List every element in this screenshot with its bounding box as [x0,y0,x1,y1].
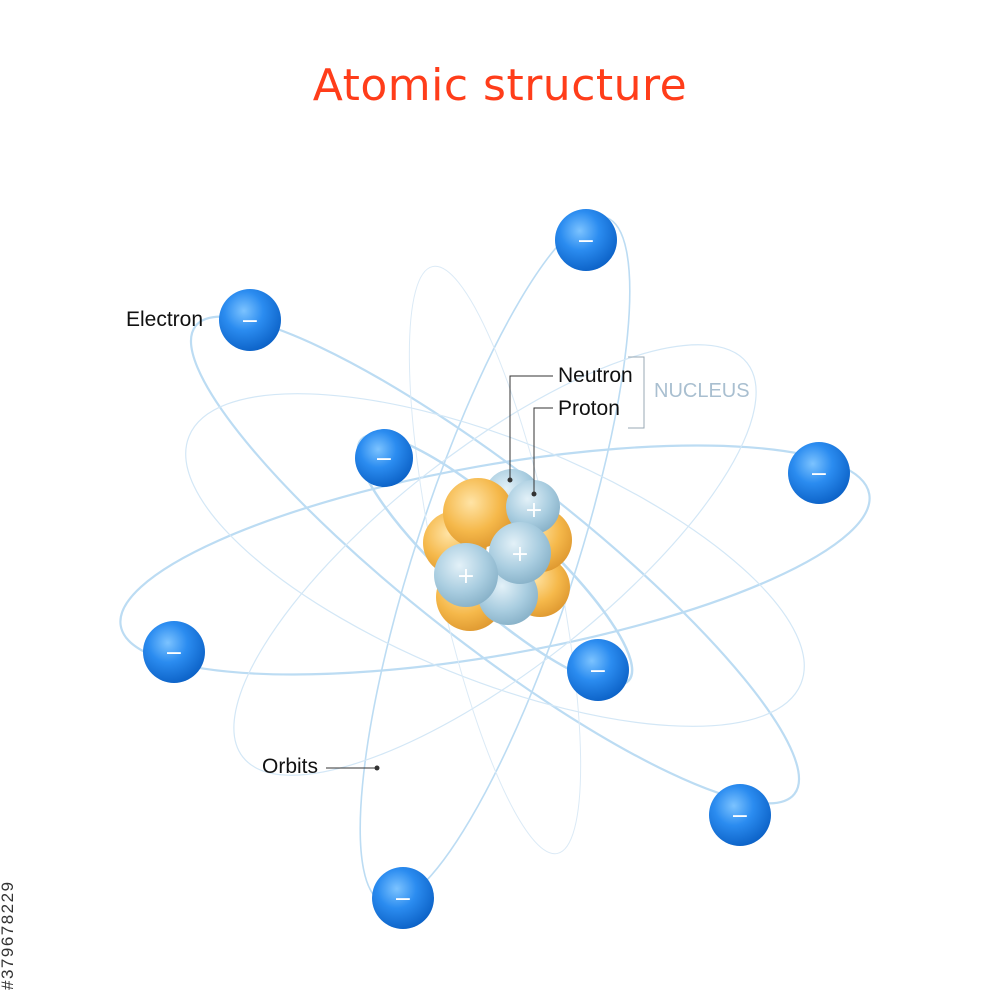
stock-image-id: #379678229 [0,760,28,990]
neutron-leader-line [510,376,553,478]
electron: − [219,289,281,351]
electron-charge: − [241,309,259,334]
electron-charge: − [375,447,393,472]
electron: − [355,429,413,487]
proton-charge: + [457,564,475,589]
electron-charge: − [731,804,749,829]
electron: − [372,867,434,929]
proton-charge: + [525,498,543,523]
electron: − [143,621,205,683]
orbits-label: Orbits [262,755,318,779]
electron: − [555,209,617,271]
neutron-leader-dot [508,478,513,483]
electron-charge: − [165,641,183,666]
electron-charge: − [577,229,595,254]
electron-charge: − [589,659,607,684]
electron-charge: − [394,887,412,912]
proton-label: Proton [558,397,620,421]
electron: − [709,784,771,846]
proton-charge: + [511,542,529,567]
electron: − [788,442,850,504]
electron-charge: − [810,462,828,487]
electron-label: Electron [126,308,203,332]
nucleus-label: NUCLEUS [654,380,750,403]
neutron-label: Neutron [558,364,633,388]
orbits-leader-dot [375,766,380,771]
proton-leader-dot [532,492,537,497]
nucleus: + + + [423,469,572,631]
electron: − [567,639,629,701]
